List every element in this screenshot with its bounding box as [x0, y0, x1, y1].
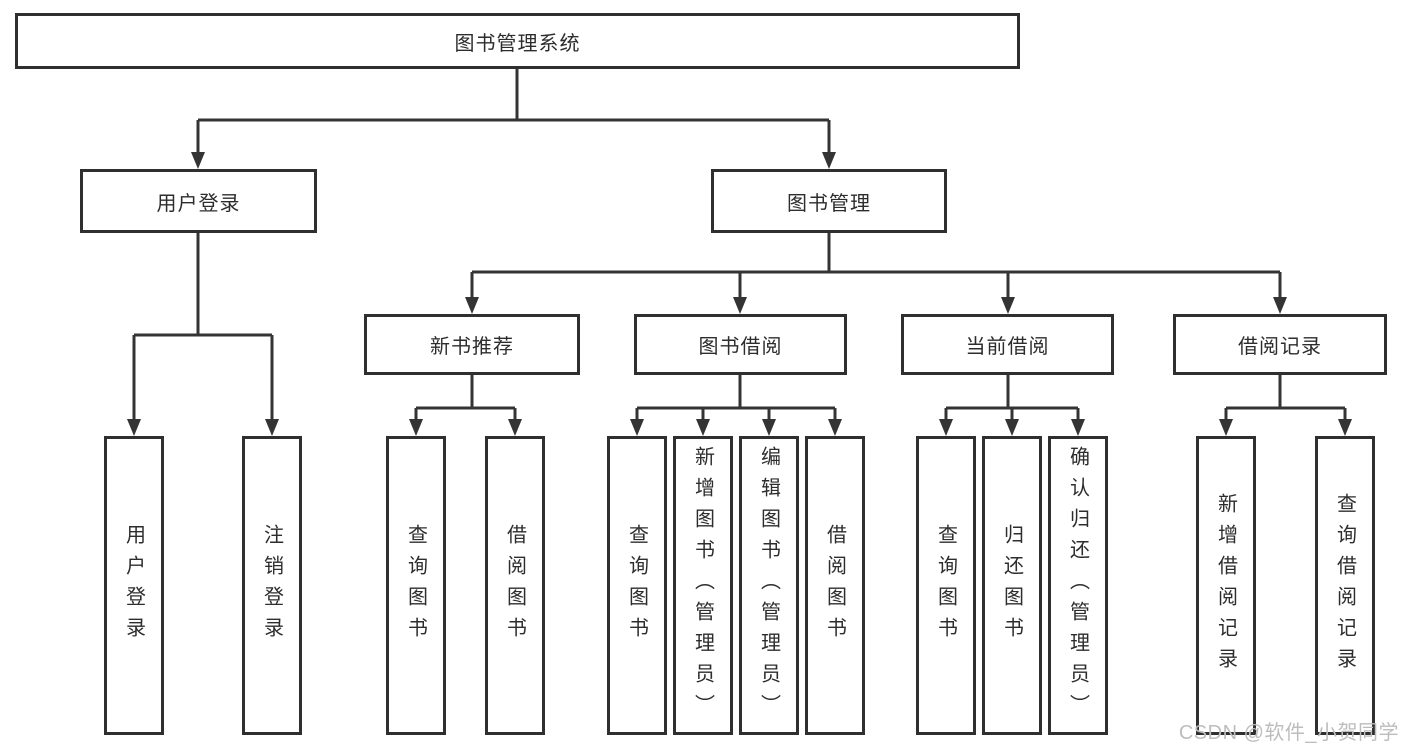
leaf-edit-books-admin: 编辑图书（管理员）	[739, 436, 799, 735]
arrow-down-icon	[191, 152, 205, 169]
node-label: 查询图书	[404, 523, 427, 648]
node-label: 用户登录	[122, 523, 145, 648]
node-label: 注销登录	[260, 523, 283, 648]
leaf-query-books-2: 查询图书	[607, 436, 667, 735]
leaf-return-books: 归还图书	[982, 436, 1042, 735]
node-label: 图书借阅	[698, 336, 783, 358]
node-label: 查询图书	[625, 523, 648, 648]
node-label: 归还图书	[1000, 523, 1023, 648]
arrow-down-icon	[733, 297, 747, 314]
node-label: 借阅图书	[823, 523, 846, 648]
node-label: 新增借阅记录	[1214, 492, 1237, 679]
connector-root-to-level2	[191, 69, 836, 169]
arrow-down-icon	[828, 419, 842, 436]
arrow-down-icon	[762, 419, 776, 436]
arrow-down-icon	[1219, 419, 1233, 436]
node-new-book-recommend: 新书推荐	[364, 314, 580, 375]
arrow-down-icon	[265, 419, 279, 436]
arrow-down-icon	[939, 419, 953, 436]
node-label: 借阅图书	[503, 523, 526, 648]
arrow-down-icon	[127, 419, 141, 436]
leaf-confirm-return-admin: 确认归还（管理员）	[1048, 436, 1108, 735]
connector-current-borrow-children	[939, 375, 1085, 436]
node-current-borrow: 当前借阅	[901, 314, 1114, 375]
arrow-down-icon	[508, 419, 522, 436]
arrow-down-icon	[1005, 419, 1019, 436]
connector-new-book-recommend-children	[409, 375, 522, 436]
node-book-borrow: 图书借阅	[634, 314, 847, 375]
node-label: 图书管理	[787, 192, 871, 215]
node-label: 新增图书（管理员）	[691, 446, 714, 725]
leaf-add-borrow-record: 新增借阅记录	[1196, 436, 1256, 735]
arrow-down-icon	[465, 297, 479, 314]
arrow-down-icon	[1071, 419, 1085, 436]
leaf-borrow-books-1: 借阅图书	[485, 436, 545, 735]
arrow-down-icon	[409, 419, 423, 436]
arrow-down-icon	[696, 419, 710, 436]
watermark: CSDN @软件_小贺同学	[1178, 722, 1399, 744]
leaf-borrow-books-2: 借阅图书	[805, 436, 865, 735]
leaf-query-borrow-record: 查询借阅记录	[1315, 436, 1375, 735]
leaf-query-books-3: 查询图书	[916, 436, 976, 735]
arrow-down-icon	[1338, 419, 1352, 436]
node-label: 新书推荐	[430, 336, 514, 358]
leaf-add-books-admin: 新增图书（管理员）	[673, 436, 733, 735]
node-book-management: 图书管理	[711, 169, 947, 233]
leaf-logout: 注销登录	[242, 436, 302, 735]
arrow-down-icon	[1001, 297, 1015, 314]
node-label: 借阅记录	[1238, 336, 1322, 358]
connector-borrow-records-children	[1219, 375, 1352, 436]
connector-book-borrow-children	[630, 375, 842, 436]
node-label: 查询图书	[934, 523, 957, 648]
arrow-down-icon	[630, 419, 644, 436]
node-label: 图书管理系统	[454, 32, 581, 55]
leaf-user-login: 用户登录	[104, 436, 164, 735]
node-label: 用户登录	[156, 192, 241, 215]
connector-book-management-children	[465, 233, 1287, 314]
node-user-login: 用户登录	[80, 169, 317, 233]
arrow-down-icon	[1273, 297, 1287, 314]
connector-user-login-children	[127, 233, 279, 436]
node-borrow-records: 借阅记录	[1173, 314, 1387, 375]
node-label: 确认归还（管理员）	[1066, 446, 1089, 725]
node-label: 编辑图书（管理员）	[757, 446, 780, 725]
node-label: 查询借阅记录	[1333, 492, 1356, 679]
leaf-query-books-1: 查询图书	[386, 436, 446, 735]
arrow-down-icon	[822, 152, 836, 169]
node-library-management-system: 图书管理系统	[15, 13, 1020, 69]
node-label: 当前借阅	[965, 336, 1050, 358]
